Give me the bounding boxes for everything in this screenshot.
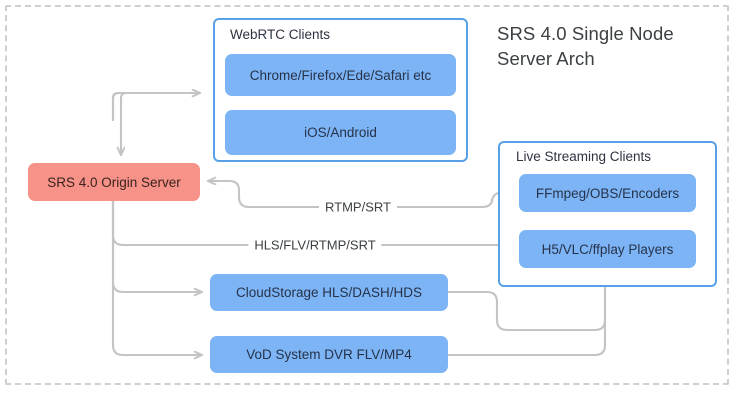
node-mobile-clients[interactable]: iOS/Android: [225, 110, 456, 155]
edge-origin-to-vod: [111, 199, 202, 355]
node-encoders[interactable]: FFmpeg/OBS/Encoders: [519, 174, 696, 212]
node-cloud-storage[interactable]: CloudStorage HLS/DASH/HDS: [210, 274, 448, 311]
diagram-title-line2: Server Arch: [497, 48, 595, 69]
edge-junction-to-webrtc: [111, 93, 200, 122]
group-label-webrtc-clients: WebRTC Clients: [230, 27, 331, 42]
edge-junction-stub: [111, 91, 129, 122]
edge-vod-to-players: [446, 276, 605, 357]
edge-label-hls-flv-rtmp-srt: HLS/FLV/RTMP/SRT: [248, 237, 382, 253]
edge-cloudstorage-to-players: [446, 276, 605, 332]
node-vod-system[interactable]: VoD System DVR FLV/MP4: [210, 336, 448, 373]
diagram-title: SRS 4.0 Single Node Server Arch: [497, 21, 717, 71]
edge-origin-to-cloudstorage: [111, 199, 202, 292]
edge-label-rtmp-srt: RTMP/SRT: [319, 199, 397, 215]
group-label-live-streaming-clients: Live Streaming Clients: [516, 149, 652, 164]
diagram-frame-border: [5, 5, 729, 385]
node-players[interactable]: H5/VLC/ffplay Players: [519, 230, 696, 268]
node-origin-server[interactable]: SRS 4.0 Origin Server: [28, 163, 200, 201]
node-browsers[interactable]: Chrome/Firefox/Ede/Safari etc: [225, 54, 456, 96]
diagram-title-line1: SRS 4.0 Single Node: [497, 23, 674, 44]
edge-junction-to-origin: [121, 91, 128, 155]
